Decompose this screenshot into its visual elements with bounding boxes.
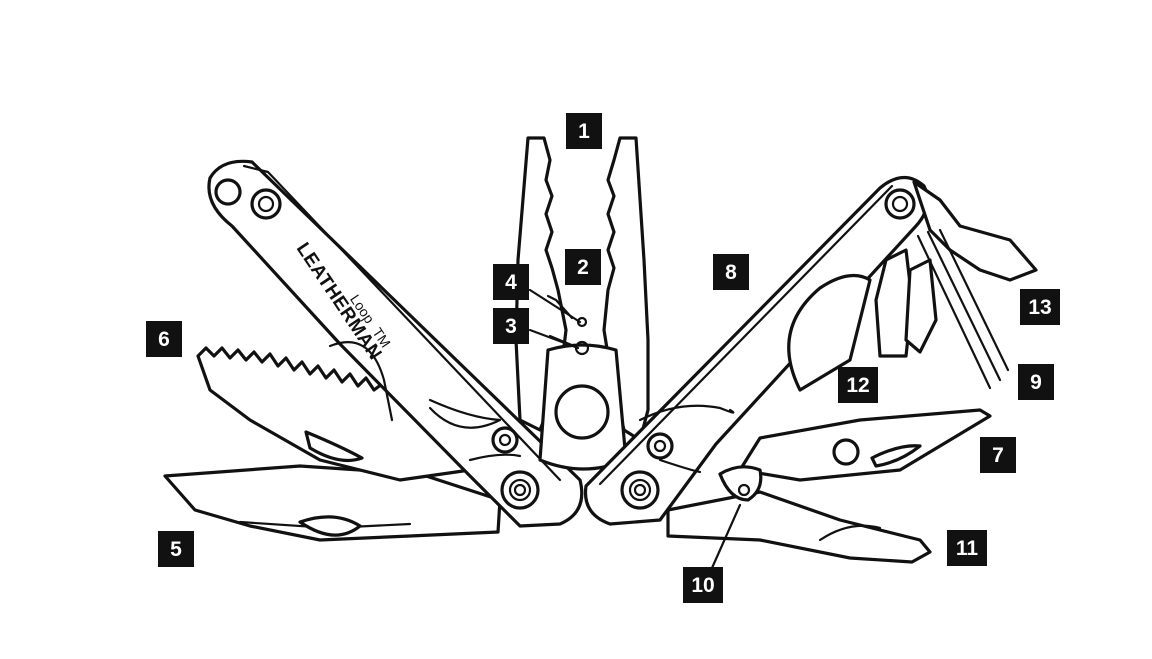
callout-12: 12	[838, 367, 878, 403]
callout-10: 10	[683, 567, 723, 603]
left-handle	[207, 159, 584, 528]
callout-2: 2	[565, 249, 601, 285]
callout-8: 8	[713, 254, 749, 290]
blade-tool	[163, 464, 502, 542]
wire-tools	[916, 228, 1010, 390]
bottle-opener-tool	[874, 180, 1038, 358]
needle-nose-tool	[738, 408, 992, 482]
screwdriver-tool	[666, 490, 932, 564]
leader-lines	[528, 288, 582, 350]
callout-11: 11	[947, 530, 987, 566]
callout-9: 9	[1018, 364, 1054, 400]
hook-tool	[710, 465, 763, 570]
callout-7: 7	[980, 437, 1016, 473]
pliers	[514, 136, 650, 471]
callout-6: 6	[146, 321, 182, 357]
callout-13: 13	[1020, 289, 1060, 325]
callout-1: 1	[566, 113, 602, 149]
callout-3: 3	[493, 308, 529, 344]
callout-4: 4	[493, 264, 529, 300]
callout-5: 5	[158, 531, 194, 567]
